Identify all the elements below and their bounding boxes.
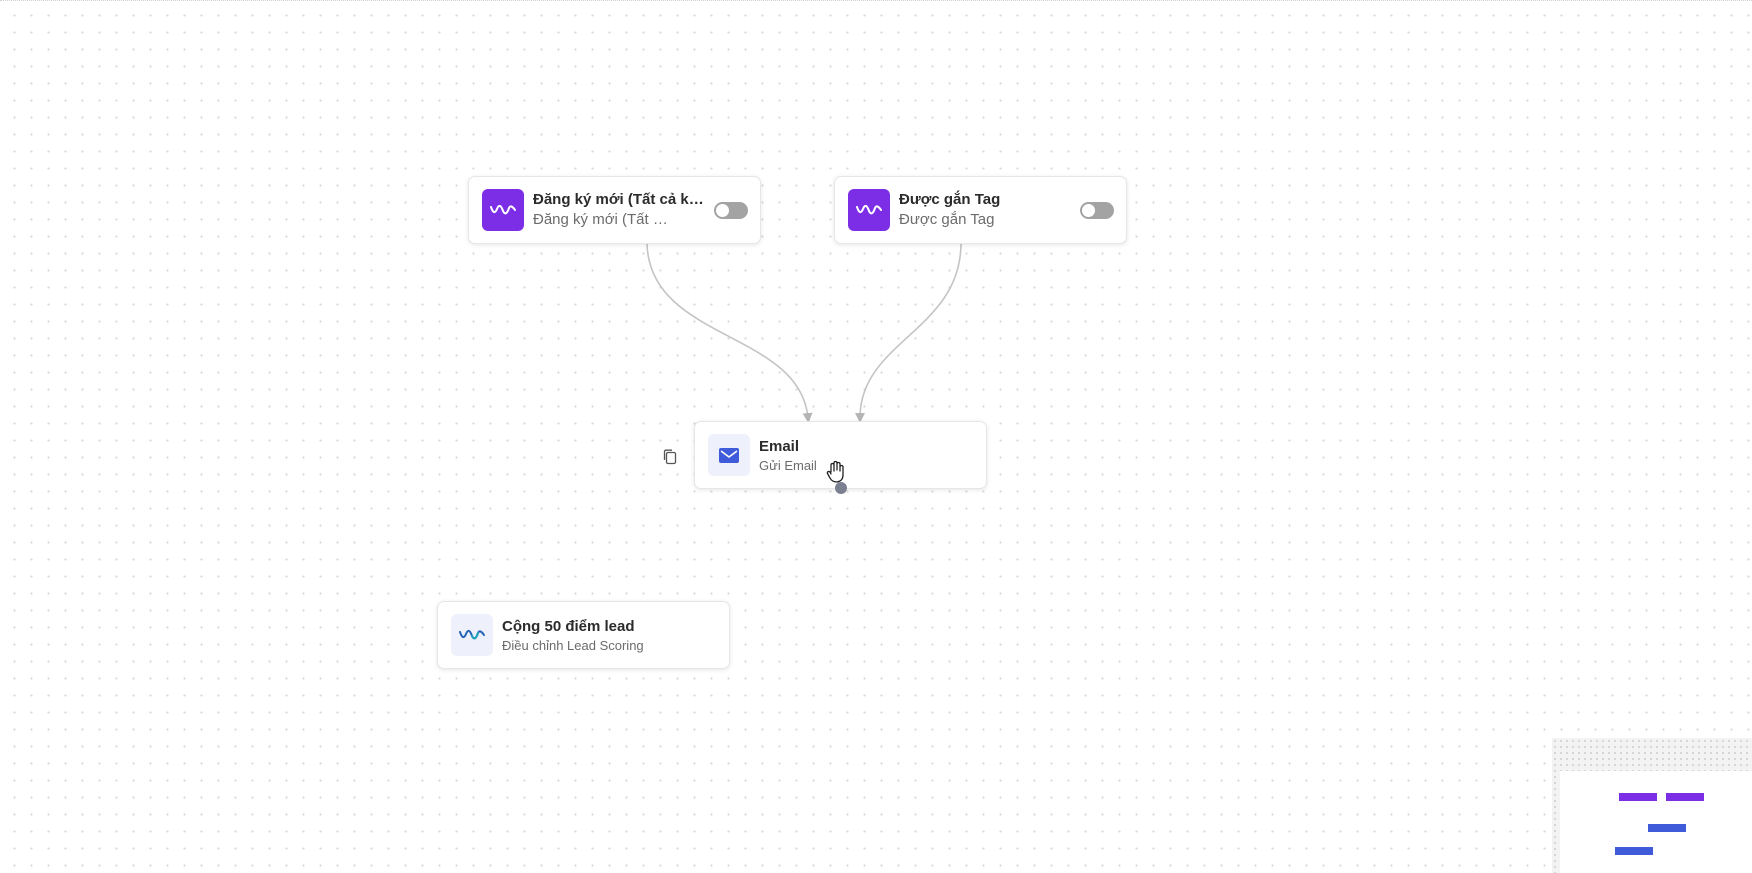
minimap-viewport[interactable] xyxy=(1560,771,1752,873)
brand-logo-icon xyxy=(482,189,524,231)
minimap-trigger-node xyxy=(1619,793,1657,801)
node-subtitle: Điều chỉnh Lead Scoring xyxy=(502,637,644,653)
trigger-node-tagged[interactable]: Được gắn Tag Được gắn Tag xyxy=(834,176,1127,244)
edge-trigger1-to-email[interactable] xyxy=(646,243,813,423)
copy-node-button[interactable] xyxy=(657,444,682,469)
trigger-toggle[interactable] xyxy=(714,201,748,219)
node-subtitle: Đăng ký mới (Tất cả kênh) xyxy=(533,211,675,228)
envelope-icon xyxy=(708,434,750,476)
edge-trigger2-to-email[interactable] xyxy=(855,243,962,423)
node-title: Được gắn Tag xyxy=(899,191,1001,208)
node-title: Cộng 50 điểm lead xyxy=(502,617,635,635)
trigger-toggle[interactable] xyxy=(1080,201,1114,219)
copy-icon xyxy=(663,449,676,464)
minimap-action-node xyxy=(1615,847,1653,855)
node-subtitle: Gửi Email xyxy=(759,457,817,473)
node-output-handle[interactable] xyxy=(835,482,847,494)
node-subtitle: Được gắn Tag xyxy=(899,211,995,228)
grab-cursor-icon xyxy=(826,460,844,483)
node-title: Đăng ký mới (Tất cả kênh) xyxy=(533,191,706,208)
minimap[interactable] xyxy=(1552,738,1752,873)
trigger-node-new-signup[interactable]: Đăng ký mới (Tất cả kênh) Đăng ký mới (T… xyxy=(468,176,761,244)
minimap-action-node xyxy=(1648,824,1686,832)
brand-logo-icon xyxy=(451,614,493,656)
action-node-lead-scoring[interactable]: Cộng 50 điểm lead Điều chỉnh Lead Scorin… xyxy=(437,601,730,669)
brand-logo-icon xyxy=(848,189,890,231)
node-title: Email xyxy=(759,437,800,455)
minimap-trigger-node xyxy=(1666,793,1704,801)
